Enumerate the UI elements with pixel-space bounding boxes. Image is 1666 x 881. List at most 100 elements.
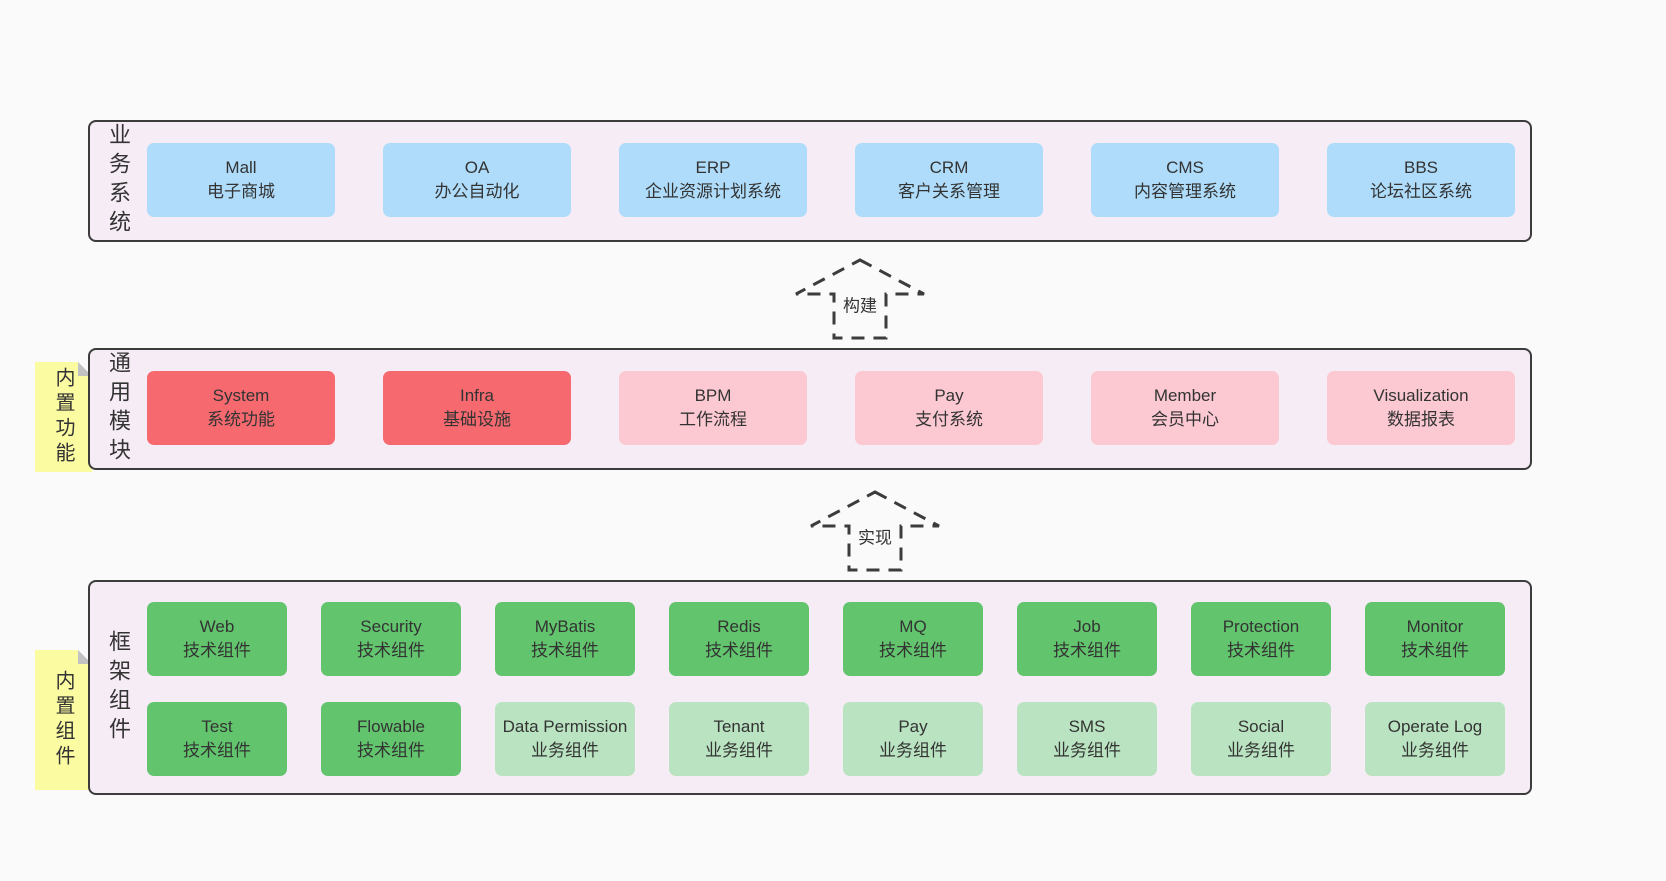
- layer-common-modules: 通用模块 System 系统功能 Infra 基础设施 BPM 工作流程 Pay…: [88, 348, 1532, 470]
- box-subtitle: 业务组件: [1053, 741, 1121, 760]
- dashed-up-arrow-icon: [795, 258, 925, 340]
- box-social: Social 业务组件: [1191, 702, 1331, 776]
- framework-box-row-1: Web 技术组件 Security 技术组件 MyBatis 技术组件 Redi…: [147, 602, 1505, 676]
- box-title: Redis: [717, 617, 761, 637]
- box-subtitle: 技术组件: [357, 741, 425, 760]
- box-title: Tenant: [713, 717, 765, 737]
- box-subtitle: 技术组件: [1227, 641, 1295, 660]
- box-subtitle: 数据报表: [1387, 410, 1455, 429]
- box-subtitle: 技术组件: [879, 641, 947, 660]
- box-title: MQ: [899, 617, 927, 637]
- box-flowable: Flowable 技术组件: [321, 702, 461, 776]
- box-title: System: [212, 386, 270, 406]
- box-subtitle: 技术组件: [1401, 641, 1469, 660]
- layer-business-systems: 业务系统 Mall 电子商城 OA 办公自动化 ERP 企业资源计划系统 CRM…: [88, 120, 1532, 242]
- box-title: Security: [360, 617, 422, 637]
- box-title: Pay: [898, 717, 928, 737]
- box-crm: CRM 客户关系管理: [855, 143, 1043, 217]
- box-title: ERP: [695, 158, 731, 178]
- box-subtitle: 基础设施: [443, 410, 511, 429]
- box-subtitle: 业务组件: [1227, 741, 1295, 760]
- box-subtitle: 企业资源计划系统: [645, 182, 781, 201]
- box-monitor: Monitor 技术组件: [1365, 602, 1505, 676]
- box-subtitle: 客户关系管理: [898, 182, 1000, 201]
- box-pay-component: Pay 业务组件: [843, 702, 983, 776]
- box-data-permission: Data Permission 业务组件: [495, 702, 635, 776]
- layer-label-framework: 框架组件: [106, 629, 131, 746]
- sticky-note-label: 内置组件: [52, 670, 74, 770]
- sticky-note-label: 内置功能: [52, 367, 74, 467]
- box-title: SMS: [1068, 717, 1106, 737]
- box-title: Data Permission: [502, 717, 628, 737]
- box-subtitle: 工作流程: [679, 410, 747, 429]
- box-erp: ERP 企业资源计划系统: [619, 143, 807, 217]
- box-subtitle: 系统功能: [207, 410, 275, 429]
- box-title: MyBatis: [534, 617, 596, 637]
- layer-label-business: 业务系统: [106, 123, 131, 239]
- box-subtitle: 业务组件: [705, 741, 773, 760]
- box-mq: MQ 技术组件: [843, 602, 983, 676]
- box-subtitle: 论坛社区系统: [1370, 182, 1472, 201]
- layer-framework-components: 框架组件 Web 技术组件 Security 技术组件 MyBatis 技术组件…: [88, 580, 1532, 795]
- box-title: Flowable: [356, 717, 426, 737]
- sticky-note-builtin-features: 内置功能: [35, 362, 92, 472]
- box-test: Test 技术组件: [147, 702, 287, 776]
- arrow-implement-label: 实现: [855, 522, 895, 550]
- box-subtitle: 技术组件: [531, 641, 599, 660]
- box-member: Member 会员中心: [1091, 371, 1279, 445]
- box-subtitle: 技术组件: [183, 741, 251, 760]
- framework-box-row-2: Test 技术组件 Flowable 技术组件 Data Permission …: [147, 702, 1505, 776]
- box-job: Job 技术组件: [1017, 602, 1157, 676]
- box-subtitle: 技术组件: [705, 641, 773, 660]
- box-subtitle: 技术组件: [1053, 641, 1121, 660]
- box-infra: Infra 基础设施: [383, 371, 571, 445]
- box-sms: SMS 业务组件: [1017, 702, 1157, 776]
- box-title: Member: [1153, 386, 1217, 406]
- modules-box-row: System 系统功能 Infra 基础设施 BPM 工作流程 Pay 支付系统…: [147, 371, 1515, 445]
- box-subtitle: 业务组件: [879, 741, 947, 760]
- dashed-up-arrow-icon: [810, 490, 940, 572]
- box-pay-module: Pay 支付系统: [855, 371, 1043, 445]
- box-title: Operate Log: [1387, 717, 1483, 737]
- box-subtitle: 会员中心: [1151, 410, 1219, 429]
- box-title: Visualization: [1373, 386, 1469, 406]
- box-title: OA: [464, 158, 490, 178]
- box-title: Test: [201, 717, 233, 737]
- box-title: Pay: [934, 386, 964, 406]
- box-visualization: Visualization 数据报表: [1327, 371, 1515, 445]
- box-subtitle: 技术组件: [357, 641, 425, 660]
- box-system: System 系统功能: [147, 371, 335, 445]
- box-title: CMS: [1166, 158, 1204, 178]
- box-protection: Protection 技术组件: [1191, 602, 1331, 676]
- business-box-row: Mall 电子商城 OA 办公自动化 ERP 企业资源计划系统 CRM 客户关系…: [147, 143, 1515, 217]
- box-mall: Mall 电子商城: [147, 143, 335, 217]
- box-subtitle: 支付系统: [915, 410, 983, 429]
- box-title: Web: [199, 617, 235, 637]
- box-bpm: BPM 工作流程: [619, 371, 807, 445]
- arrow-implement: 实现: [807, 488, 943, 574]
- box-redis: Redis 技术组件: [669, 602, 809, 676]
- box-tenant: Tenant 业务组件: [669, 702, 809, 776]
- box-operate-log: Operate Log 业务组件: [1365, 702, 1505, 776]
- arrow-build: 构建: [792, 256, 928, 342]
- box-subtitle: 业务组件: [531, 741, 599, 760]
- box-cms: CMS 内容管理系统: [1091, 143, 1279, 217]
- box-title: CRM: [929, 158, 969, 178]
- box-title: Mall: [225, 158, 257, 178]
- arrow-build-label: 构建: [840, 290, 880, 318]
- box-security: Security 技术组件: [321, 602, 461, 676]
- box-title: Job: [1073, 617, 1101, 637]
- box-mybatis: MyBatis 技术组件: [495, 602, 635, 676]
- box-title: BBS: [1403, 158, 1439, 178]
- box-bbs: BBS 论坛社区系统: [1327, 143, 1515, 217]
- box-subtitle: 电子商城: [207, 182, 275, 201]
- box-subtitle: 内容管理系统: [1134, 182, 1236, 201]
- box-title: Protection: [1222, 617, 1300, 637]
- layer-label-modules: 通用模块: [106, 351, 131, 467]
- box-title: Social: [1237, 717, 1285, 737]
- box-subtitle: 办公自动化: [434, 182, 520, 201]
- box-title: Monitor: [1406, 617, 1464, 637]
- box-oa: OA 办公自动化: [383, 143, 571, 217]
- box-subtitle: 技术组件: [183, 641, 251, 660]
